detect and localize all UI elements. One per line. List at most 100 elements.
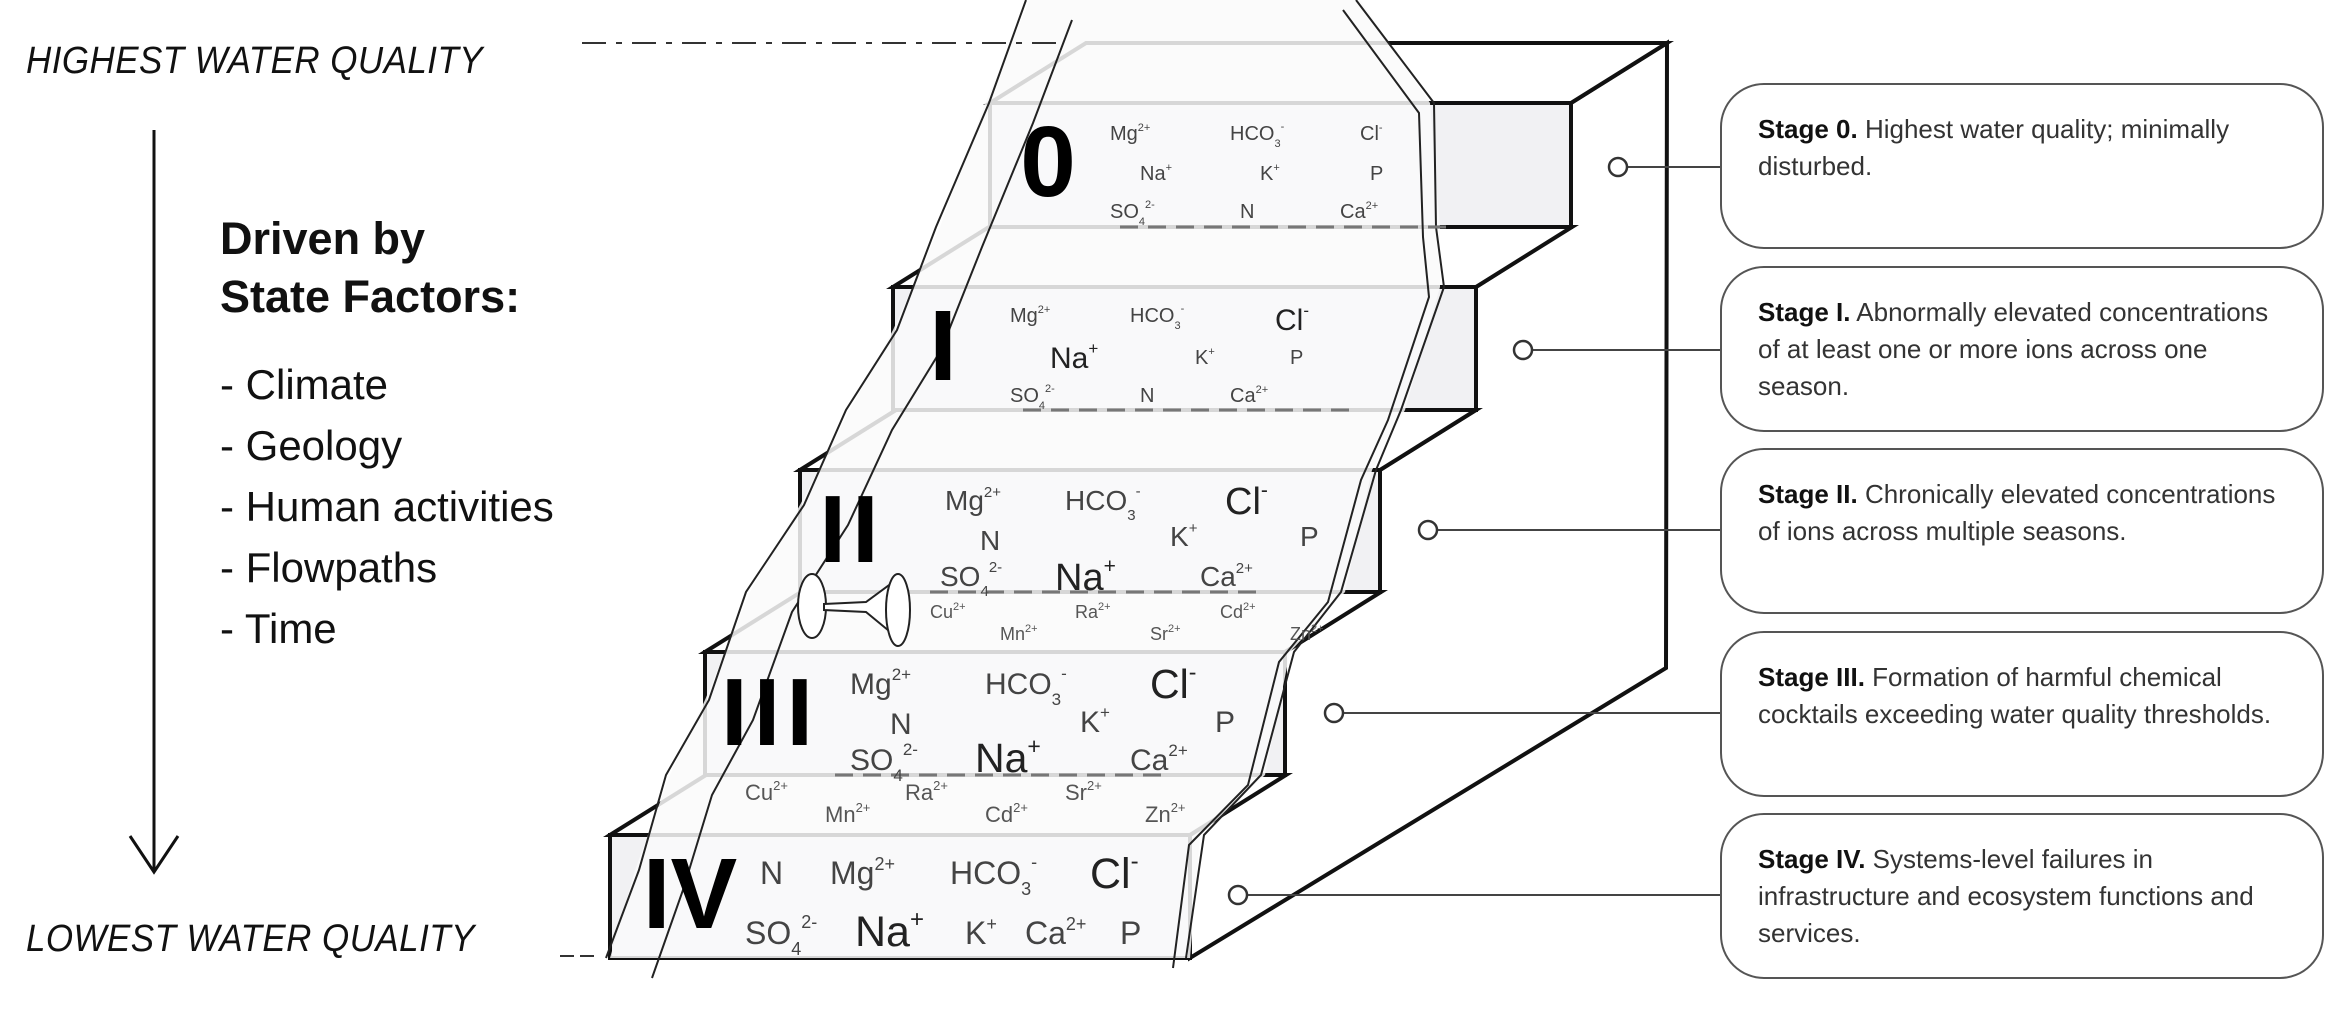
- ion-label: Na+: [1050, 339, 1098, 375]
- ion-base: Mn: [1000, 624, 1025, 644]
- ion-label: HCO3-: [950, 852, 1037, 899]
- state-factors-title: Driven by State Factors:: [220, 210, 554, 326]
- callout-stage-3: Stage III. Formation of harmful chemical…: [1720, 631, 2324, 797]
- ion-base: Mn: [825, 802, 856, 827]
- state-factor-item: - Time: [220, 605, 337, 652]
- ion-superscript: 2-: [801, 912, 817, 932]
- ion-base: Zn: [1290, 624, 1311, 644]
- ion-superscript: 2+: [1098, 601, 1111, 613]
- stream-band: [610, 0, 1440, 958]
- trace-ion-label: Ra2+: [905, 778, 948, 805]
- ion-superscript: -: [1303, 301, 1309, 320]
- stage-numeral: III: [721, 659, 819, 766]
- ion-subscript: 3: [1174, 320, 1180, 332]
- ion-label: N: [760, 855, 783, 891]
- callout-leaders: [1227, 156, 1721, 906]
- trace-ion-label: Zn2+: [1145, 800, 1186, 827]
- ion-superscript: +: [1189, 520, 1198, 537]
- ion-subscript: 3: [1021, 879, 1031, 899]
- ion-base: P: [1120, 915, 1141, 951]
- stage-numeral: IV: [643, 838, 738, 950]
- ion-superscript: -: [1031, 852, 1037, 872]
- ion-base: Ca: [1340, 201, 1366, 223]
- ion-base: Mg: [830, 855, 874, 891]
- ion-base: Na: [1140, 163, 1166, 185]
- ion-label: N: [1140, 385, 1154, 407]
- ion-base: Cl: [1225, 481, 1261, 523]
- ion-superscript: 2+: [1168, 741, 1187, 760]
- ion-label: Na+: [1140, 162, 1172, 185]
- ion-superscript: +: [1100, 703, 1110, 722]
- ion-label: Mg2+: [1110, 122, 1150, 145]
- ion-base: SO: [850, 744, 893, 777]
- ion-label: Mg2+: [1010, 304, 1050, 327]
- ion-superscript: +: [1027, 733, 1040, 759]
- ion-base: Cl: [1090, 850, 1131, 898]
- ion-base: Ra: [1075, 602, 1099, 622]
- ion-superscript: 2+: [1311, 623, 1324, 635]
- ion-superscript: -: [1136, 483, 1141, 500]
- cocktail-glass-icon: [797, 573, 911, 647]
- ion-base: P: [1290, 347, 1303, 369]
- ion-label: K+: [1170, 520, 1198, 552]
- trace-ion-label: Sr2+: [1150, 623, 1181, 644]
- ion-base: Ca: [1230, 385, 1256, 407]
- callout-stage-1: Stage I. Abnormally elevated concentrati…: [1720, 266, 2324, 432]
- ion-label: N: [980, 525, 1000, 556]
- ion-base: HCO: [1065, 485, 1127, 516]
- ion-base: SO: [745, 915, 791, 951]
- ion-superscript: 2+: [984, 484, 1001, 501]
- callout-stage-0: Stage 0. Highest water quality; minimall…: [1720, 83, 2324, 249]
- callout-stage-4: Stage IV. Systems-level failures in infr…: [1720, 813, 2324, 979]
- callout-marker-icon: [1323, 702, 1345, 724]
- ion-subscript: 3: [1127, 507, 1135, 524]
- glass-rim: [885, 573, 911, 647]
- ion-base: Cd: [985, 802, 1013, 827]
- ion-label: P: [1215, 706, 1235, 739]
- ion-superscript: 2+: [1366, 200, 1379, 212]
- ion-label: HCO3-: [985, 664, 1067, 709]
- ion-subscript: 3: [1052, 690, 1061, 709]
- callout-marker-icon: [1417, 519, 1439, 541]
- ion-base: K: [1080, 706, 1100, 739]
- ion-base: Na: [1055, 557, 1104, 599]
- ion-base: Cl: [1275, 304, 1303, 337]
- ion-base: N: [1240, 201, 1254, 223]
- ion-superscript: 2+: [1087, 778, 1102, 793]
- trace-ion-label: Ra2+: [1075, 601, 1111, 622]
- ion-base: SO: [1010, 385, 1039, 407]
- ion-superscript: 2+: [1066, 914, 1087, 934]
- stream-bank-left-inner: [651, 19, 1073, 979]
- callout-text: Chronically elevated concentrations of i…: [1758, 479, 2276, 546]
- ion-base: P: [1370, 163, 1383, 185]
- ion-label: Mg2+: [850, 665, 911, 701]
- ion-label: Cl-: [1150, 659, 1196, 707]
- ion-superscript: +: [1088, 339, 1098, 358]
- ion-superscript: 2+: [874, 854, 895, 874]
- callout-title: Stage II.: [1758, 479, 1858, 509]
- ion-superscript: +: [1208, 346, 1214, 358]
- ion-label: K+: [965, 914, 997, 951]
- ion-base: N: [890, 708, 912, 741]
- trace-ion-label: Zn2+: [1290, 623, 1324, 644]
- ion-base: K: [1260, 163, 1274, 185]
- ion-superscript: +: [1104, 555, 1116, 578]
- ion-label: HCO3-: [1065, 483, 1141, 524]
- callout-title: Stage III.: [1758, 662, 1865, 692]
- ion-base: Ca: [1200, 561, 1236, 592]
- ion-base: HCO: [1130, 305, 1174, 327]
- quality-axis: [128, 42, 1058, 957]
- ion-label: Na+: [855, 906, 924, 956]
- ion-superscript: 2+: [1243, 601, 1256, 613]
- state-factor-item: - Flowpaths: [220, 544, 438, 591]
- ion-label: Ca2+: [1230, 384, 1268, 407]
- ion-superscript: -: [1181, 303, 1185, 315]
- ion-base: Sr: [1150, 624, 1168, 644]
- trace-ion-label: Cu2+: [745, 778, 788, 805]
- callout-text: Systems-level failures in infrastructure…: [1758, 844, 2254, 948]
- state-factor-item: - Human activities: [220, 483, 554, 530]
- ion-label: N: [1240, 201, 1254, 223]
- stream-bank-left: [605, 0, 1027, 959]
- ion-label: Mg2+: [945, 484, 1001, 516]
- callout-text: Highest water quality; minimally disturb…: [1758, 114, 2230, 181]
